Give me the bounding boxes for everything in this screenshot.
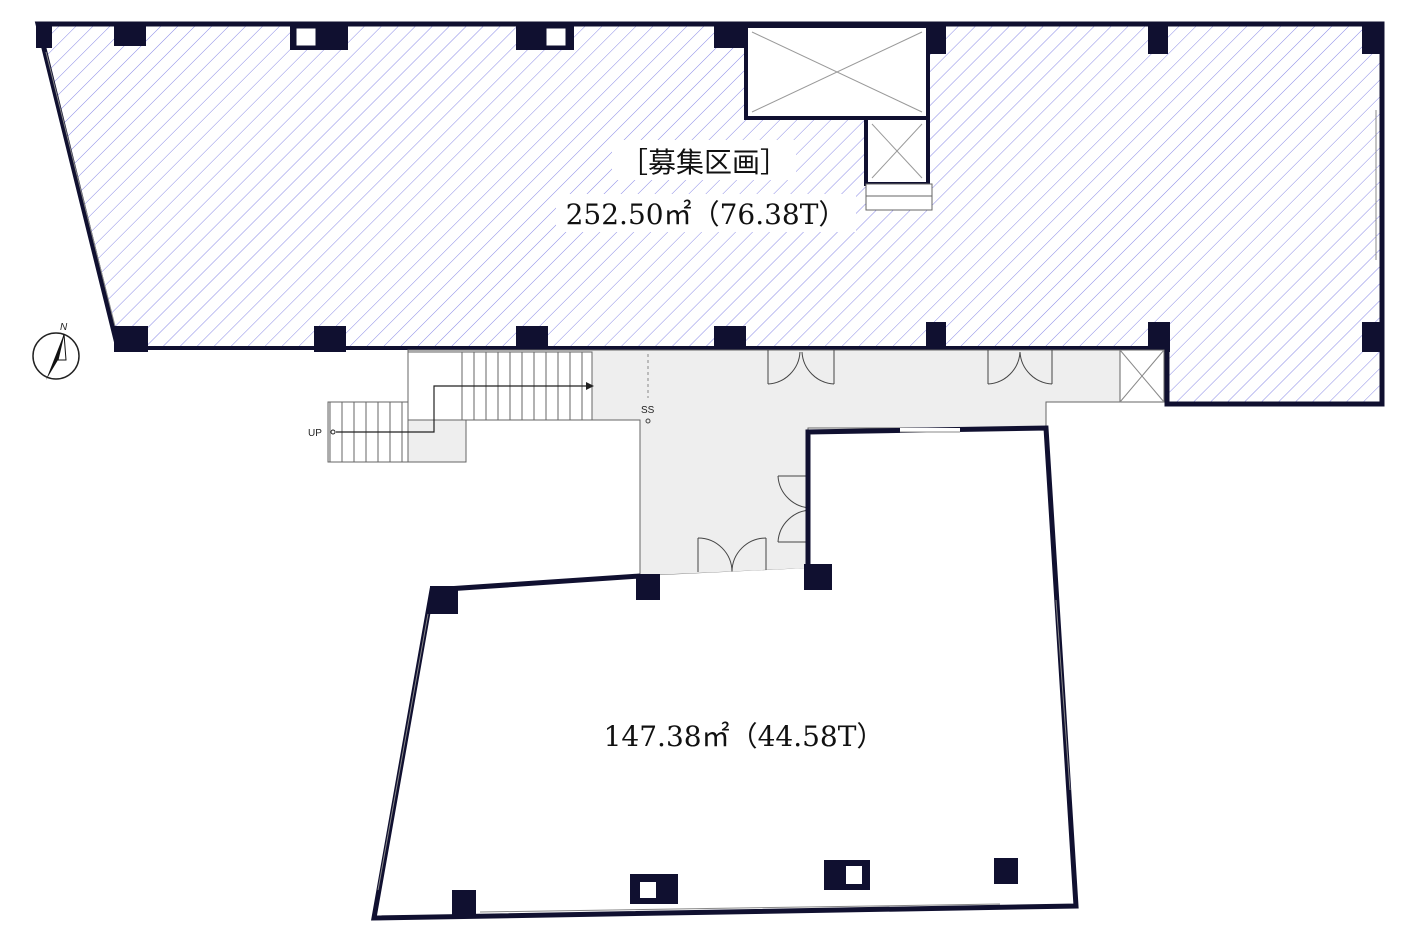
- column: [516, 326, 548, 352]
- shaft-cross: [871, 123, 923, 179]
- north-compass: N: [32, 322, 80, 380]
- column: [36, 22, 52, 48]
- column-void: [846, 866, 862, 884]
- compass-needle-half: [57, 333, 67, 361]
- lower-unit[interactable]: 147.38㎡（44.58T）: [371, 425, 1079, 921]
- duct-shaft-lower: [865, 183, 933, 211]
- upper-unit-area: 252.50㎡（76.38T）: [566, 198, 847, 231]
- compass-needle-icon: [46, 334, 64, 380]
- upper-unit-wall: [34, 21, 1385, 407]
- column: [714, 326, 746, 352]
- ss-point: [645, 418, 651, 424]
- upper-area-bg: [556, 194, 856, 232]
- staircase: [329, 351, 594, 463]
- column: [1362, 322, 1382, 352]
- shaft-cross: [1119, 349, 1165, 403]
- column: [114, 326, 148, 352]
- upper-unit-title: ［募集区画］: [620, 146, 788, 179]
- column: [804, 564, 832, 590]
- shaft-cross: [751, 31, 923, 113]
- upper-unit[interactable]: ［募集区画］ 252.50㎡（76.38T）: [34, 21, 1385, 407]
- stair-up-label: UP: [308, 428, 322, 439]
- common-area: UP SS: [308, 349, 1165, 577]
- ss-label: SS: [641, 405, 655, 416]
- column: [1362, 24, 1382, 54]
- column: [926, 322, 946, 350]
- upper-title-bg: [612, 140, 796, 180]
- column: [430, 586, 458, 614]
- lower-unit-window: [377, 613, 429, 891]
- column: [452, 890, 476, 916]
- compass-ring: [32, 332, 80, 380]
- column: [114, 24, 146, 46]
- door[interactable]: [987, 350, 1053, 385]
- lower-unit-window: [1055, 599, 1071, 791]
- column: [1148, 24, 1168, 54]
- column: [714, 24, 746, 48]
- column: [1148, 322, 1170, 352]
- column: [314, 326, 346, 352]
- lower-unit-floor: [374, 428, 1076, 918]
- column-void: [545, 27, 567, 47]
- column: [636, 574, 660, 600]
- column: [928, 24, 946, 54]
- column: [994, 858, 1018, 884]
- column-void: [640, 882, 656, 898]
- compass-north-label: N: [60, 322, 68, 333]
- upper-unit-window: [45, 51, 117, 331]
- column-void: [295, 27, 317, 47]
- lower-unit-window: [479, 903, 1001, 913]
- lower-unit-area: 147.38㎡（44.58T）: [604, 720, 885, 753]
- door[interactable]: [767, 350, 835, 385]
- door[interactable]: [697, 537, 767, 573]
